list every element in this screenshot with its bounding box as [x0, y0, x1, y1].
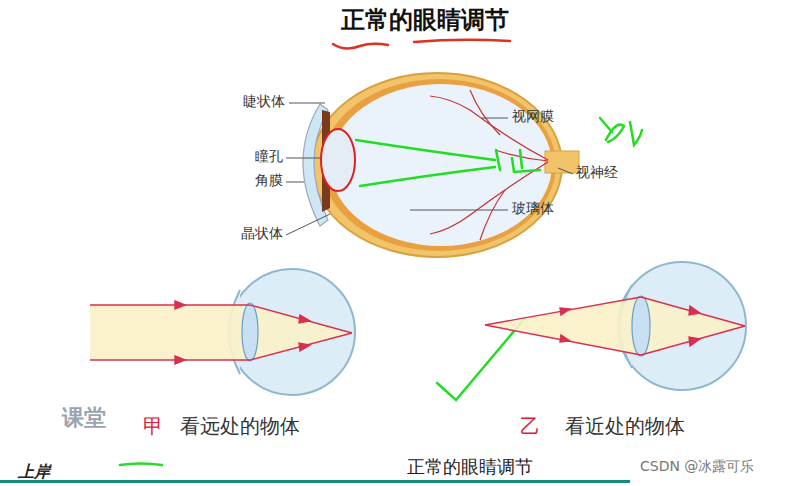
watermark: CSDN @冰露可乐	[640, 458, 754, 475]
figure-letter: 乙	[520, 414, 540, 438]
drawing-part	[321, 129, 355, 191]
drawing-part	[632, 296, 650, 356]
eye-far-vision	[90, 269, 355, 395]
watermark: 课堂	[62, 405, 106, 431]
part-label: 视神经	[576, 164, 618, 181]
drawing-part	[600, 118, 642, 145]
drawing-part	[430, 96, 548, 160]
drawing-part	[90, 359, 250, 360]
drawing-part	[286, 214, 330, 235]
drawing-part	[470, 90, 500, 135]
drawing-part	[558, 168, 573, 174]
part-label: 晶状体	[241, 225, 283, 242]
drawing-part	[250, 333, 352, 360]
drawing-part	[560, 335, 570, 342]
drawing-part	[175, 356, 185, 364]
drawing-part	[120, 464, 162, 466]
figure-letter: 甲	[143, 414, 163, 438]
drawing-part	[545, 151, 579, 173]
drawing-part	[299, 343, 310, 351]
part-label: 瞳孔	[255, 148, 283, 165]
drawing-part	[90, 301, 352, 364]
drawing-part	[496, 150, 540, 172]
leader-line	[286, 103, 573, 235]
drawing-part	[90, 305, 352, 360]
drawing-part	[90, 304, 250, 305]
drawing-part	[322, 79, 556, 251]
drawing-part	[560, 308, 570, 315]
drawing-part	[410, 210, 508, 211]
drawing-part	[333, 44, 388, 49]
part-label: 角膜	[255, 172, 283, 189]
title-underline	[333, 40, 510, 49]
diagram-title: 正常的眼睛调节	[341, 6, 509, 35]
drawing-part	[286, 182, 304, 183]
drawing-part	[485, 297, 745, 355]
drawing-part	[689, 337, 700, 346]
drawing-part	[286, 158, 320, 159]
drawing-part	[242, 303, 258, 361]
part-label: 睫状体	[243, 93, 285, 110]
drawing-part	[485, 297, 745, 355]
drawing-part	[312, 73, 562, 257]
eye-cross-section	[303, 73, 579, 257]
drawing-part	[485, 325, 641, 355]
drawing-part	[299, 315, 310, 323]
drawing-part	[360, 167, 495, 186]
part-label: 玻璃体	[512, 200, 554, 217]
drawing-part	[250, 305, 352, 333]
drawing-part	[482, 118, 508, 119]
drawing-part	[689, 306, 700, 315]
figure-caption: 看远处的物体	[180, 414, 300, 438]
bottom-bar	[0, 480, 630, 483]
drawing-part	[356, 140, 495, 160]
handwritten-mark	[120, 118, 642, 465]
drawing-part	[480, 190, 505, 240]
figure-caption: 看近处的物体	[565, 414, 685, 438]
watermark: 上岸	[18, 462, 50, 481]
drawing-part	[641, 297, 745, 326]
drawing-part	[641, 326, 745, 355]
eye-near-vision	[485, 262, 746, 390]
drawing-part	[175, 301, 185, 309]
drawing-part	[289, 103, 325, 104]
drawing-part	[485, 297, 641, 325]
part-label: 视网膜	[512, 108, 554, 125]
drawing-part	[414, 40, 510, 42]
diagram-caption: 正常的眼睛调节	[407, 456, 533, 478]
